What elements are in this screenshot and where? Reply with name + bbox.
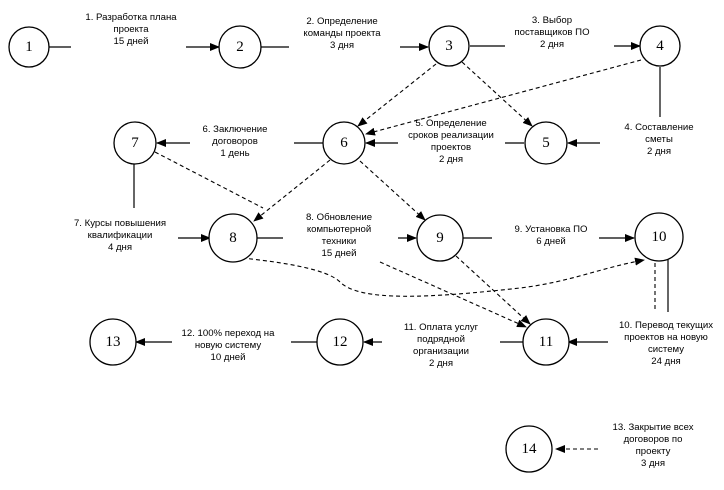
- svg-text:12: 12: [333, 334, 348, 350]
- dep-8-11: [379, 261, 527, 328]
- node-3: 3: [428, 25, 470, 67]
- svg-text:13: 13: [106, 334, 121, 350]
- node-6: 6: [322, 121, 366, 165]
- node-8: 8: [208, 213, 258, 263]
- dep-6-8: [253, 159, 331, 222]
- dep-3-5: [461, 61, 533, 127]
- svg-text:3: 3: [445, 38, 453, 54]
- node-10: 10: [634, 212, 684, 262]
- svg-text:6: 6: [340, 135, 348, 151]
- svg-text:7: 7: [131, 135, 139, 151]
- node-4: 4: [639, 25, 681, 67]
- node-5: 5: [524, 121, 568, 165]
- node-7: 7: [113, 121, 157, 165]
- svg-text:10: 10: [652, 229, 667, 245]
- svg-text:4: 4: [656, 38, 664, 54]
- dep-4-6: [365, 59, 642, 136]
- svg-text:11: 11: [539, 334, 553, 350]
- svg-text:8: 8: [229, 230, 237, 246]
- node-9: 9: [416, 214, 464, 262]
- dep-6-9: [359, 160, 426, 221]
- dep-9-11: [455, 255, 531, 325]
- svg-text:2: 2: [236, 39, 244, 55]
- svg-text:5: 5: [542, 135, 550, 151]
- node-1: 1: [8, 26, 50, 68]
- svg-text:14: 14: [522, 441, 538, 457]
- svg-text:9: 9: [436, 230, 444, 246]
- node-12: 12: [316, 318, 364, 366]
- svg-text:1: 1: [25, 39, 33, 55]
- node-14: 14: [505, 425, 553, 473]
- dep-7-8: [154, 151, 264, 209]
- node-13: 13: [89, 318, 137, 366]
- node-2: 2: [218, 25, 262, 69]
- node-11: 11: [522, 318, 570, 366]
- dep-8-10: [241, 257, 645, 297]
- dep-3-6: [357, 63, 437, 127]
